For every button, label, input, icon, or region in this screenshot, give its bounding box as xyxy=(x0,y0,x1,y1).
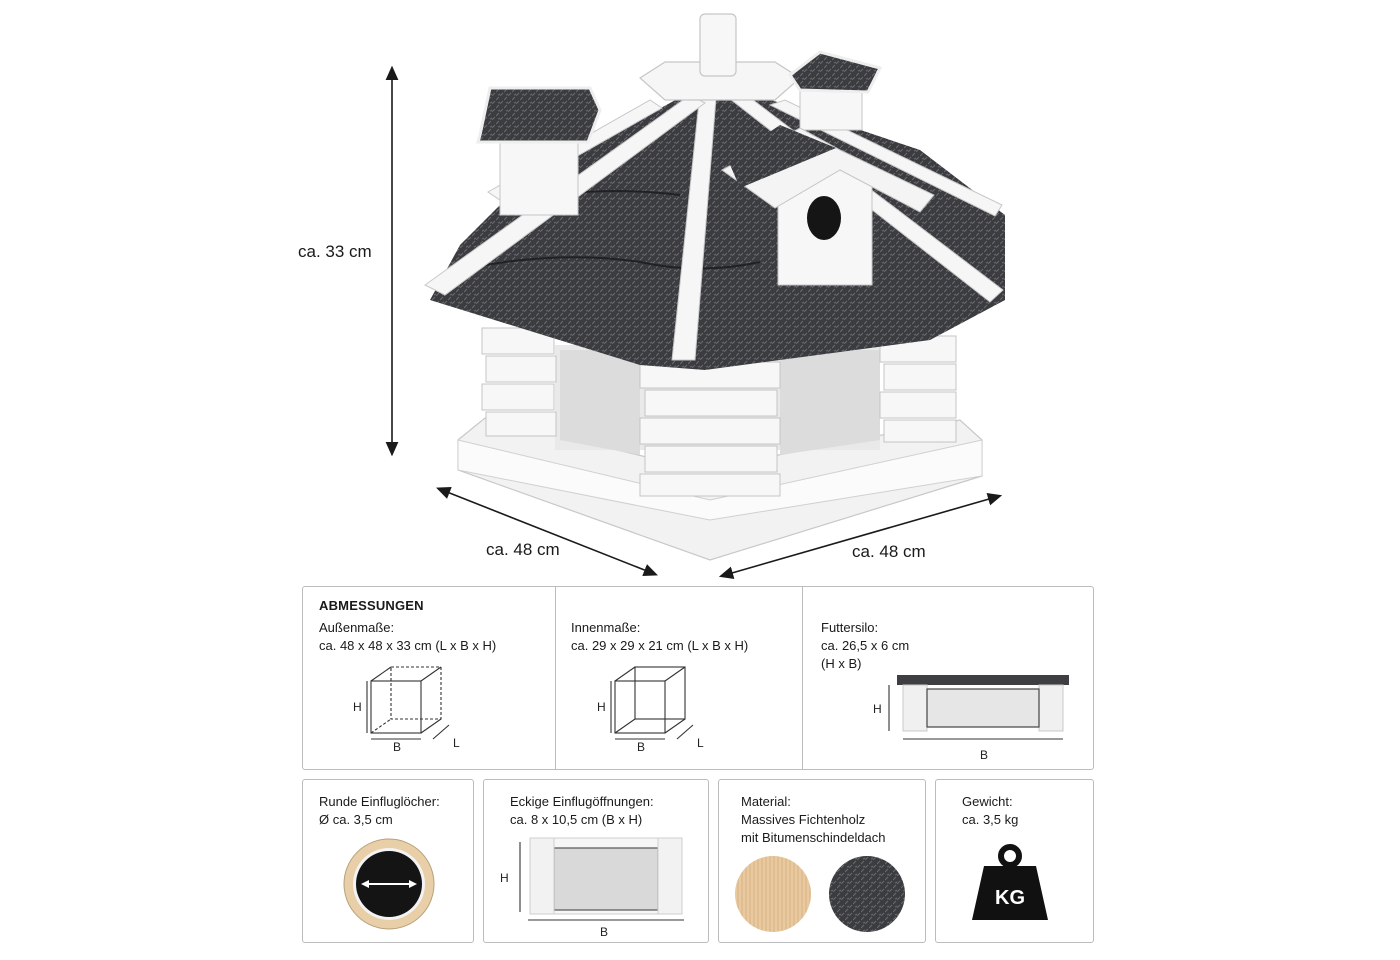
weight-text: Gewicht: ca. 3,5 kg xyxy=(962,793,1018,829)
weight-card: Gewicht: ca. 3,5 kg KG xyxy=(935,779,1094,943)
round-holes-value: Ø ca. 3,5 cm xyxy=(319,812,393,827)
round-holes-label: Runde Einfluglöcher: xyxy=(319,794,440,809)
inner-h-axis: H xyxy=(597,700,606,714)
square-openings-text: Eckige Einflugöffnungen: ca. 8 x 10,5 cm… xyxy=(510,793,654,829)
silo-left xyxy=(476,86,602,216)
outer-dimensions-text: Außenmaße: ca. 48 x 48 x 33 cm (L x B x … xyxy=(319,619,496,655)
square-openings-value: ca. 8 x 10,5 cm (B x H) xyxy=(510,812,643,827)
square-b-axis: B xyxy=(600,925,608,939)
bitumen-shingle-swatch xyxy=(829,856,905,932)
height-dimension-label: ca. 33 cm xyxy=(298,242,372,261)
roof-finial xyxy=(699,13,737,77)
log-pillar-left xyxy=(481,327,557,437)
silo-dimensions-text: Futtersilo: ca. 26,5 x 6 cm (H x B) xyxy=(821,619,909,673)
weight-icon-text: KG xyxy=(995,887,1025,909)
outer-dimensions-label: Außenmaße: xyxy=(319,620,395,635)
dimensions-card: ABMESSUNGEN Außenmaße: ca. 48 x 48 x 33 … xyxy=(302,586,1094,770)
material-line2: mit Bitumenschindeldach xyxy=(741,830,886,845)
material-line1: Massives Fichtenholz xyxy=(741,812,866,827)
round-holes-text: Runde Einfluglöcher: Ø ca. 3,5 cm xyxy=(319,793,440,829)
material-label: Material: xyxy=(741,794,791,809)
weight-label: Gewicht: xyxy=(962,794,1013,809)
dimensions-heading: ABMESSUNGEN xyxy=(319,598,424,613)
shingle-roof xyxy=(430,80,1005,370)
outer-dimensions-value: ca. 48 x 48 x 33 cm (L x B x H) xyxy=(319,638,497,653)
silo-diagram: H B xyxy=(873,675,1069,762)
log-pillar-center xyxy=(639,361,781,497)
square-h-axis: H xyxy=(500,871,509,885)
material-swatches xyxy=(735,856,905,932)
log-pillar-right xyxy=(879,335,957,443)
dormer-round-hole xyxy=(721,125,935,286)
inner-dimensions-value: ca. 29 x 29 x 21 cm (L x B x H) xyxy=(571,638,749,653)
inner-dimensions-label: Innenmaße: xyxy=(571,620,641,635)
weight-value: ca. 3,5 kg xyxy=(962,812,1019,827)
silo-b-axis: B xyxy=(980,748,988,762)
left-width-dimension-label: ca. 48 cm xyxy=(486,540,560,559)
material-text: Material: Massives Fichtenholz mit Bitum… xyxy=(741,793,886,847)
weight-icon: KG xyxy=(972,844,1048,920)
right-width-arrow xyxy=(718,493,1003,579)
bird-feeder-illustration xyxy=(385,13,1005,579)
material-card: Material: Massives Fichtenholz mit Bitum… xyxy=(718,779,926,943)
outer-h-axis: H xyxy=(353,700,362,714)
round-holes-card: Runde Einfluglöcher: Ø ca. 3,5 cm xyxy=(302,779,474,943)
outer-cube-diagram: H B L xyxy=(353,666,460,753)
round-hole-diagram xyxy=(343,838,435,930)
left-width-arrow xyxy=(436,486,658,577)
square-openings-label: Eckige Einflugöffnungen: xyxy=(510,794,654,809)
silo-label: Futtersilo: xyxy=(821,620,879,635)
silo-h-axis: H xyxy=(873,702,882,716)
inner-l-axis: L xyxy=(697,736,704,750)
inner-b-axis: B xyxy=(637,740,645,753)
silo-value-line1: ca. 26,5 x 6 cm xyxy=(821,638,910,653)
silo-value-line2: (H x B) xyxy=(821,656,862,671)
square-openings-card: Eckige Einflugöffnungen: ca. 8 x 10,5 cm… xyxy=(483,779,709,943)
outer-b-axis: B xyxy=(393,740,401,753)
inner-cube-diagram: H B L xyxy=(597,666,704,753)
right-width-dimension-label: ca. 48 cm xyxy=(852,542,926,561)
silo-right xyxy=(787,50,883,131)
pine-wood-swatch xyxy=(735,856,811,932)
inner-dimensions-text: Innenmaße: ca. 29 x 29 x 21 cm (L x B x … xyxy=(571,619,748,655)
square-opening-diagram: H B xyxy=(500,837,684,939)
outer-l-axis: L xyxy=(453,736,460,750)
